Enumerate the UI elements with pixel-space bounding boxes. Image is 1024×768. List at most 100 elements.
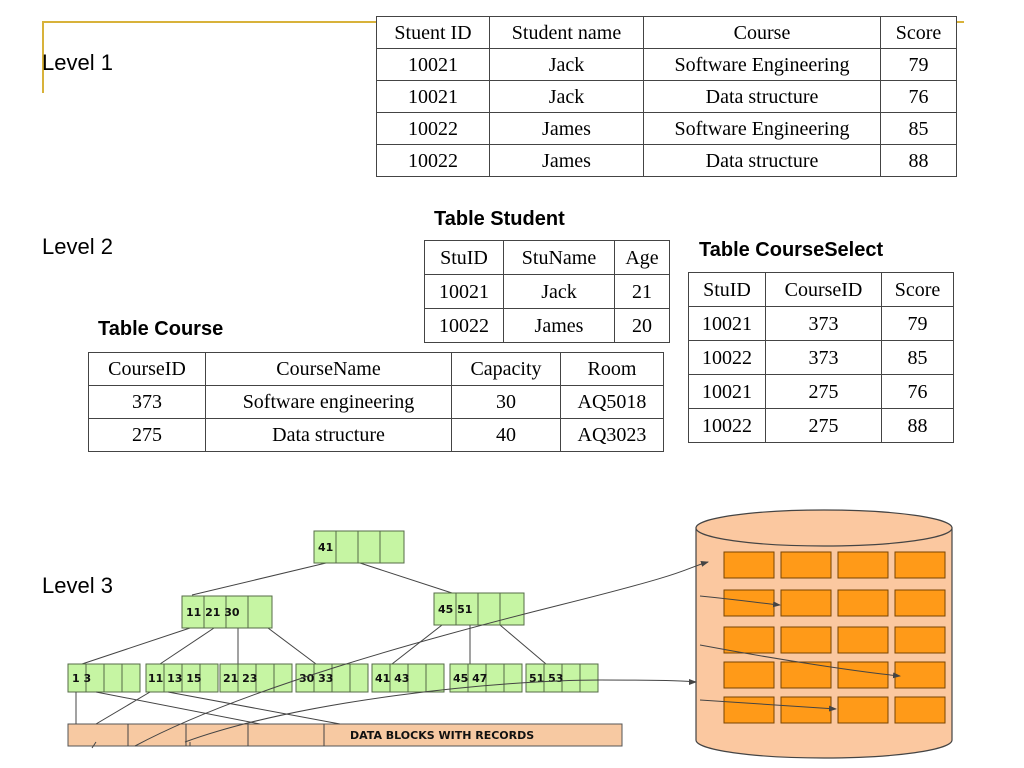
- node-keys: 45 47: [453, 672, 487, 685]
- record-cell: [894, 661, 946, 689]
- record-cell: [837, 661, 889, 689]
- table-cell: 76: [881, 374, 954, 409]
- btree-leaf-node-5: 41 43: [371, 663, 445, 693]
- node-keys: 41: [318, 541, 333, 554]
- record-cell: [723, 589, 775, 617]
- node-keys: 51 53: [529, 672, 563, 685]
- table-cell: 10021: [376, 48, 490, 81]
- btree-internal-node-2: 45 51: [433, 592, 525, 626]
- btree-leaf-node-1: 1 3: [67, 663, 141, 693]
- table-course-title: Table Course: [98, 318, 224, 340]
- table-cell: 10022: [376, 144, 490, 177]
- table-cell: 275: [765, 374, 882, 409]
- record-pointer-arrows: [134, 561, 901, 747]
- record-cell: [837, 696, 889, 724]
- table-student: StuID StuName Age 10021 Jack 21 10022 Ja…: [424, 240, 670, 343]
- header-cell: Score: [880, 16, 957, 49]
- table-cell: Jack: [489, 80, 644, 113]
- header-cell: CourseID: [88, 352, 206, 386]
- table-header-row: StuID CourseID Score: [688, 272, 954, 307]
- table-row: 10022 275 88: [688, 408, 954, 443]
- table-cell: Data structure: [643, 144, 881, 177]
- btree-root-node: 41: [313, 530, 405, 564]
- header-cell: Room: [560, 352, 664, 386]
- table-cell: AQ3023: [560, 418, 664, 452]
- record-cell: [894, 696, 946, 724]
- table-cell: James: [489, 112, 644, 145]
- node-keys: 1 3: [72, 672, 91, 685]
- table-row: 373 Software engineering 30 AQ5018: [88, 385, 664, 419]
- level-3-label: Level 3: [42, 573, 113, 598]
- record-cell: [837, 589, 889, 617]
- header-cell: Age: [614, 240, 670, 275]
- table-cell: 79: [881, 306, 954, 341]
- table-cell: 10021: [424, 274, 504, 309]
- header-cell: Student name: [489, 16, 644, 49]
- table-cell: 88: [880, 144, 957, 177]
- btree-leaf-node-2: 11 13 15: [145, 663, 219, 693]
- record-cell: [723, 626, 775, 654]
- table-cell: 20: [614, 308, 670, 343]
- table-row: 275 Data structure 40 AQ3023: [88, 418, 664, 452]
- table-cell: Jack: [489, 48, 644, 81]
- header-cell: CourseID: [765, 272, 882, 307]
- table-row: 10021 Jack Data structure 76: [376, 80, 957, 113]
- table-row: 10022 James Software Engineering 85: [376, 112, 957, 145]
- btree-leaf-node-4: 30 33: [295, 663, 369, 693]
- table-cell: Data structure: [205, 418, 452, 452]
- record-cell: [780, 589, 832, 617]
- table-cell: 10022: [688, 408, 766, 443]
- table-row: 10022 James 20: [424, 308, 670, 343]
- table-header-row: StuID StuName Age: [424, 240, 670, 275]
- table-row: 10022 James Data structure 88: [376, 144, 957, 177]
- table-row: 10021 Jack 21: [424, 274, 670, 309]
- data-blocks-strip: DATA BLOCKS WITH RECORDS: [67, 723, 623, 747]
- header-cell: Score: [881, 272, 954, 307]
- table-row: 10021 Jack Software Engineering 79: [376, 48, 957, 81]
- node-keys: 30 33: [299, 672, 333, 685]
- accent-line-vertical: [42, 21, 44, 93]
- table-cell: 76: [880, 80, 957, 113]
- table-cell: James: [503, 308, 615, 343]
- record-cell: [894, 626, 946, 654]
- header-cell: Course: [643, 16, 881, 49]
- record-cell: [780, 626, 832, 654]
- table-courseselect-title: Table CourseSelect: [699, 239, 884, 261]
- table-cell: James: [489, 144, 644, 177]
- table-student-title: Table Student: [434, 208, 565, 230]
- table-cell: 88: [881, 408, 954, 443]
- record-cell: [837, 551, 889, 579]
- record-cell: [894, 589, 946, 617]
- table-cell: 30: [451, 385, 561, 419]
- table-course: CourseID CourseName Capacity Room 373 So…: [88, 352, 664, 452]
- table-cell: 40: [451, 418, 561, 452]
- table-cell: 275: [765, 408, 882, 443]
- table-cell: 10022: [376, 112, 490, 145]
- record-cell: [780, 551, 832, 579]
- table-cell: 85: [880, 112, 957, 145]
- node-keys: 45 51: [438, 603, 472, 616]
- level1-table: Stuent ID Student name Course Score 1002…: [376, 16, 957, 177]
- table-cell: 85: [881, 340, 954, 375]
- btree-internal-node-1: 11 21 30: [181, 595, 273, 629]
- table-cell: 79: [880, 48, 957, 81]
- node-keys: 41 43: [375, 672, 409, 685]
- record-cell: [780, 696, 832, 724]
- record-cell: [894, 551, 946, 579]
- node-keys: 11 21 30: [186, 606, 240, 619]
- level-2-label: Level 2: [42, 234, 113, 259]
- btree-leaf-node-3: 21 23: [219, 663, 293, 693]
- node-keys: 11 13 15: [148, 672, 202, 685]
- node-keys: 21 23: [223, 672, 257, 685]
- level-1-label: Level 1: [42, 50, 113, 75]
- table-cell: Software engineering: [205, 385, 452, 419]
- table-cell: 275: [88, 418, 206, 452]
- tree-links: [81, 562, 547, 665]
- header-cell: Capacity: [451, 352, 561, 386]
- table-cell: 10021: [376, 80, 490, 113]
- table-cell: 10022: [424, 308, 504, 343]
- btree-leaf-node-7: 51 53: [525, 663, 599, 693]
- record-cell: [723, 551, 775, 579]
- table-row: 10021 275 76: [688, 374, 954, 409]
